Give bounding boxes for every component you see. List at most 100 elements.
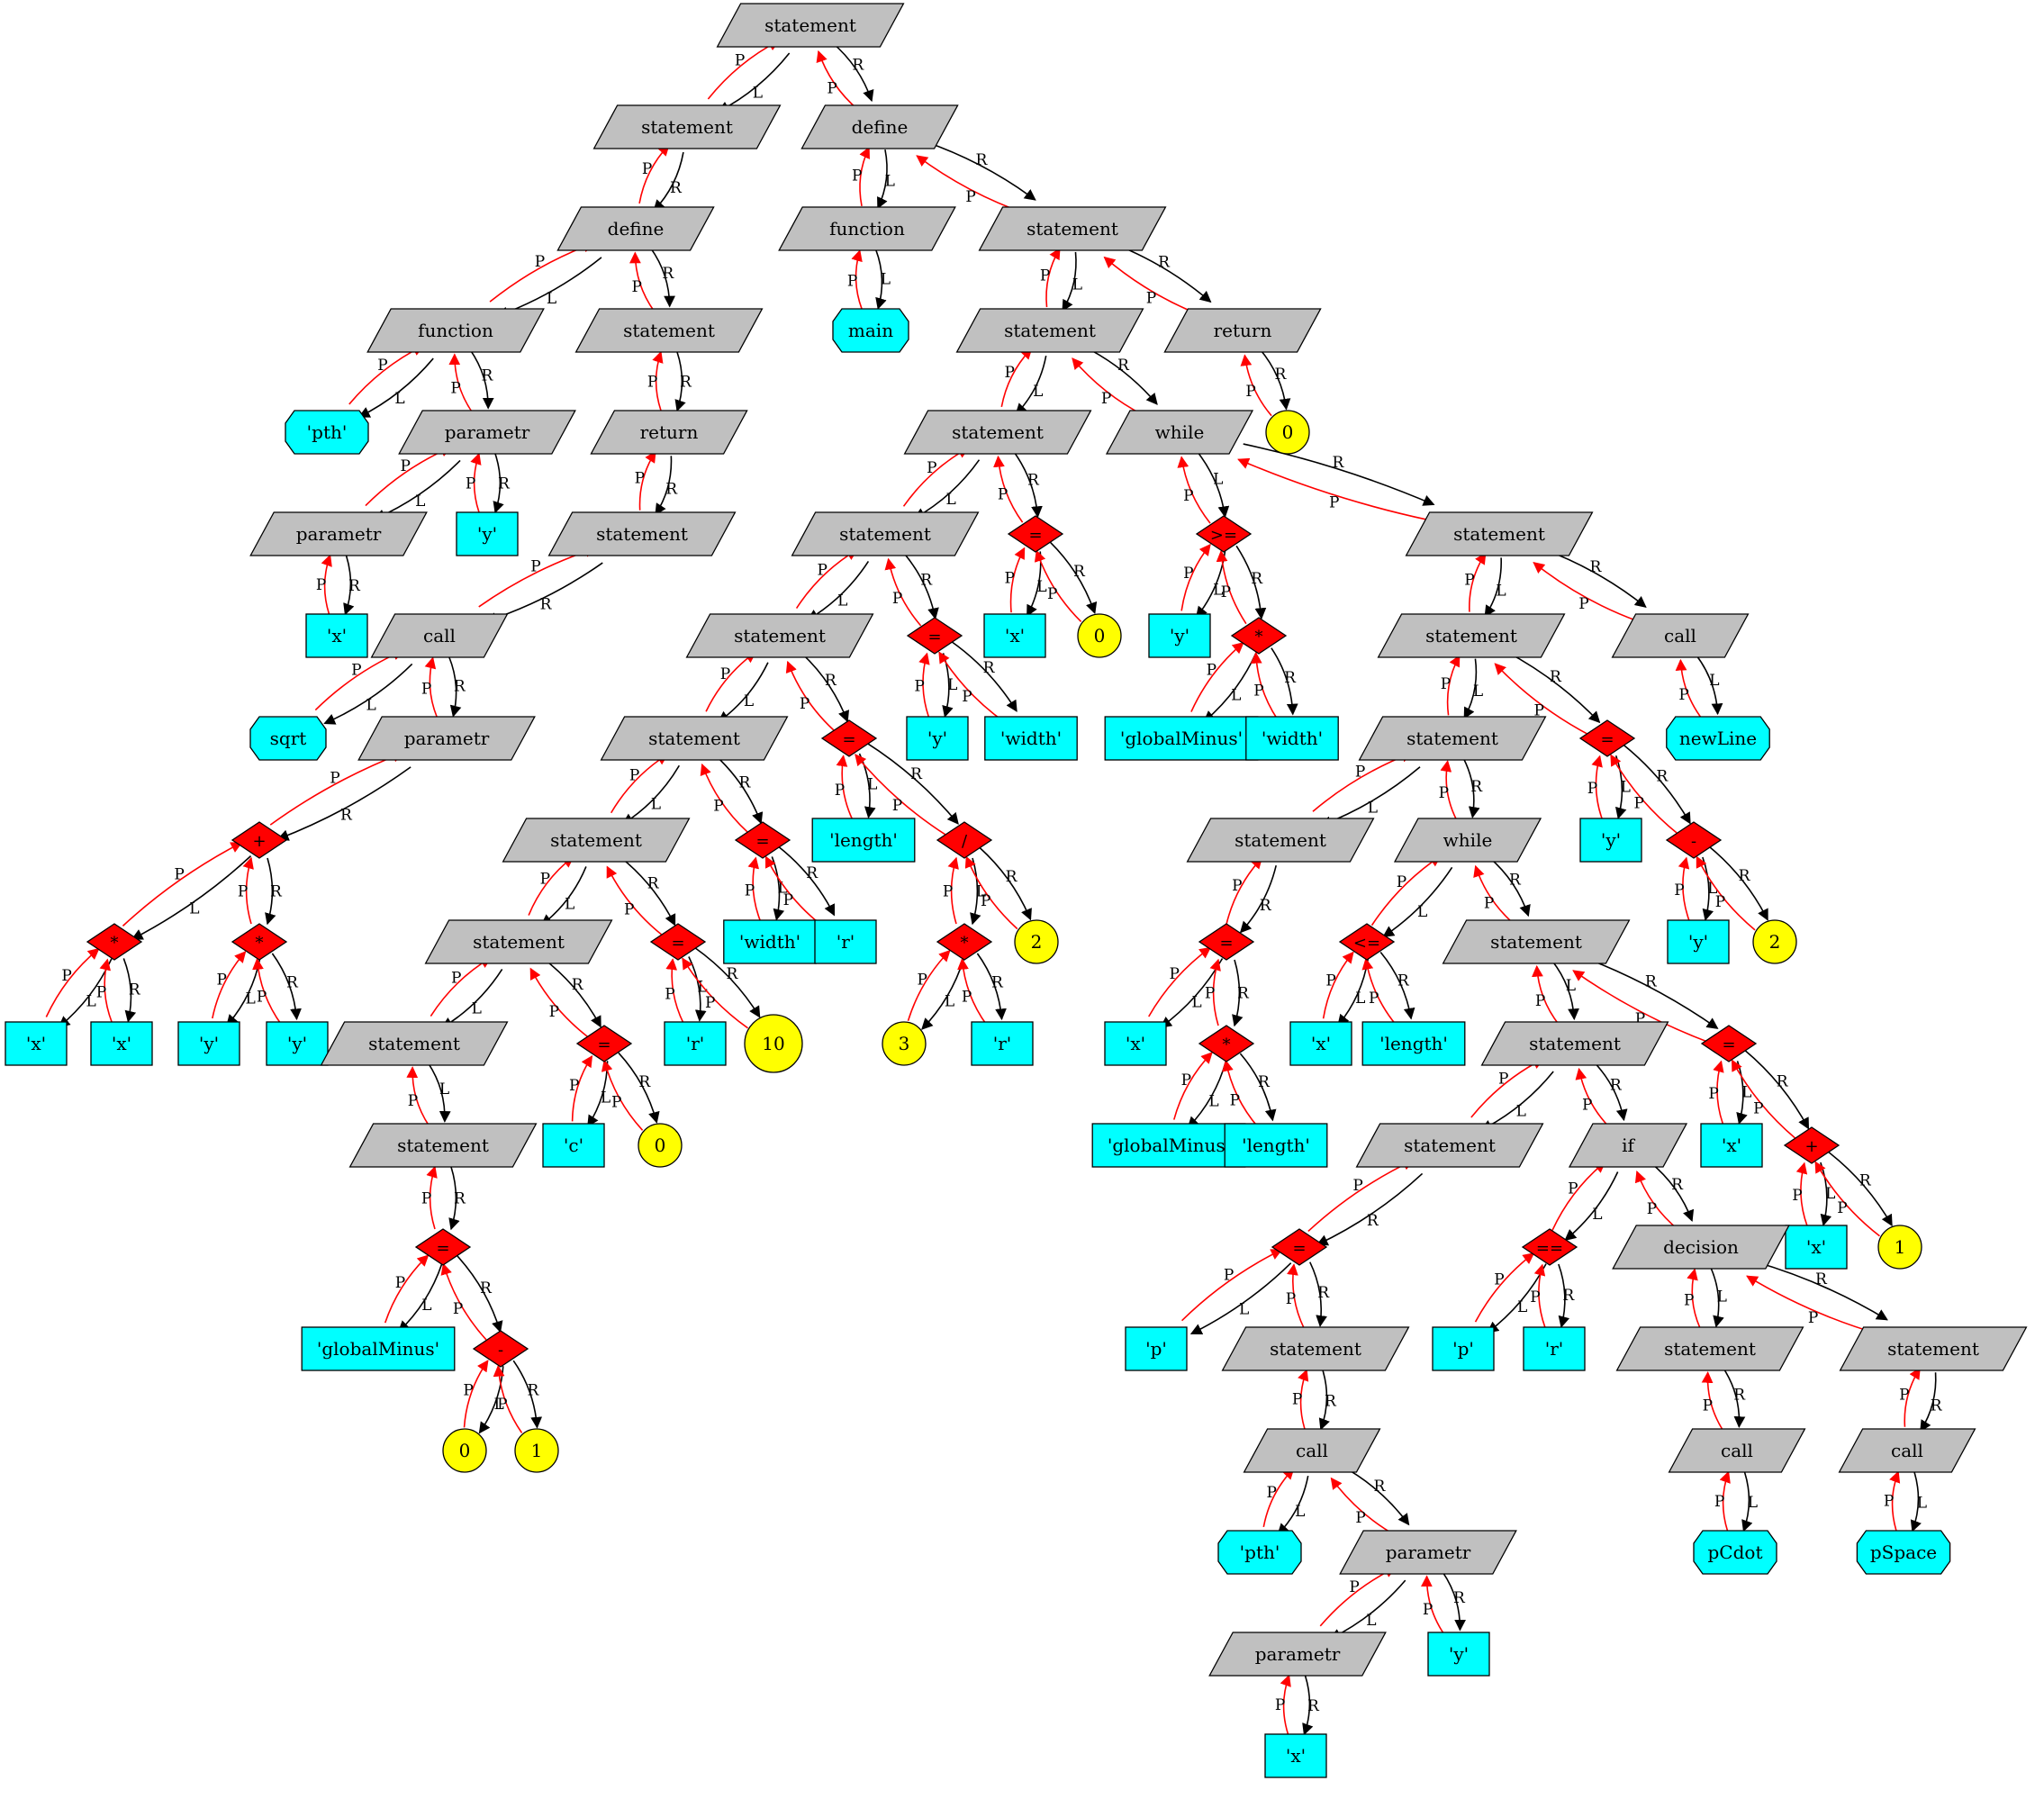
child-edge-label: L	[1033, 383, 1043, 401]
node-call3: call	[1243, 1428, 1381, 1473]
parent-edge-line	[1532, 964, 1560, 1026]
node-label: newLine	[1679, 728, 1757, 749]
parent-edge-line	[1675, 658, 1704, 720]
statement-parallelogram	[791, 511, 980, 556]
child-edge-line	[875, 249, 887, 310]
parent-edge-line	[1180, 543, 1211, 611]
node-x7: 'x'	[1700, 1123, 1763, 1168]
child-edge-label: L	[881, 271, 891, 289]
node-label: =	[597, 1035, 610, 1054]
node-label: 'globalMinus'	[1120, 728, 1243, 749]
parent-edge-line	[1190, 642, 1244, 712]
node-label: statement	[1270, 1338, 1361, 1360]
node-eq10: =	[1700, 1025, 1758, 1062]
node-s8: statement	[791, 511, 980, 556]
variable-box	[305, 613, 368, 658]
child-edge-label: R	[852, 56, 864, 74]
node-s20: statement	[1480, 1021, 1669, 1066]
parent-edge-label: P	[1207, 662, 1216, 680]
child-edge-label: L	[946, 491, 956, 509]
node-eq5: =	[649, 923, 707, 961]
parent-edge-line	[1591, 755, 1603, 819]
operator-diamond	[575, 1025, 633, 1062]
node-layer: statement statement define function 'pth' par…	[5, 3, 2028, 1778]
child-edge-label: R	[1671, 1176, 1684, 1194]
edge-s17-s18: LP	[1312, 751, 1421, 827]
node-label: 'x'	[26, 1033, 46, 1054]
parent-edge-line	[1533, 1263, 1546, 1328]
edge-mul4-wid3: RP	[1250, 647, 1298, 720]
edge-s10-s11: LP	[610, 754, 681, 825]
parent-edge-label: P	[745, 882, 755, 900]
child-edge-label: R	[286, 973, 299, 991]
parent-edge-label: P	[257, 989, 267, 1007]
operator-diamond	[1271, 1228, 1328, 1266]
child-edge-label: R	[1284, 669, 1297, 687]
edge-eq4-r2: RP	[764, 845, 836, 927]
edge-mul5-len2: RP	[1222, 1053, 1277, 1128]
node-y6: 'y'	[1579, 818, 1642, 863]
node-pa4: parametr	[1339, 1530, 1517, 1575]
node-x3: 'x'	[90, 1021, 153, 1066]
parent-edge-label: P	[1494, 1271, 1504, 1289]
node-label: <=	[1353, 934, 1380, 953]
edge-eq1-n0b: RP	[1034, 541, 1098, 623]
parent-edge-label: P	[1355, 1509, 1365, 1527]
child-edge-label: R	[680, 374, 692, 392]
node-label: statement	[1887, 1338, 1979, 1360]
node-y8: 'y'	[1427, 1632, 1490, 1677]
edge-d2-s5: RP	[916, 140, 1036, 215]
node-label: statement	[596, 523, 688, 545]
node-gm3: 'globalMinus'	[1091, 1123, 1246, 1168]
parent-edge-label: P	[1101, 390, 1111, 408]
node-d2: define	[800, 104, 959, 149]
parent-edge-line	[1719, 1470, 1731, 1532]
parent-edge-line	[1222, 1059, 1259, 1128]
child-edge-line	[1920, 1372, 1937, 1433]
child-edge-label: R	[1656, 767, 1669, 785]
statement-parallelogram	[716, 3, 905, 48]
child-edge-label: R	[638, 1073, 651, 1091]
node-label: function	[829, 218, 905, 240]
child-edge-label: R	[670, 179, 683, 197]
child-edge-label: L	[1417, 903, 1427, 921]
node-n1b: 1	[1877, 1225, 1922, 1270]
child-edge-label: R	[1470, 778, 1483, 796]
node-label: parametr	[1255, 1643, 1341, 1665]
child-edge-line	[469, 348, 494, 410]
edge-s7-s8: LP	[902, 447, 981, 520]
parent-edge-line	[212, 951, 247, 1019]
child-edge-line	[1484, 557, 1502, 618]
node-label: if	[1622, 1135, 1635, 1156]
edge-ret1-s4: RP	[635, 450, 678, 516]
child-edge-label: R	[540, 595, 553, 613]
child-edge-line	[921, 958, 965, 1030]
statement-parallelogram	[1358, 716, 1547, 761]
parent-edge-line	[764, 855, 822, 927]
node-label: decision	[1663, 1236, 1739, 1258]
parent-edge-label: P	[847, 272, 857, 290]
node-s24: statement	[1839, 1326, 2028, 1371]
edge-s6-wh1: RP	[1072, 345, 1158, 418]
parent-edge-label: P	[1714, 1493, 1724, 1511]
parent-edge-line	[440, 1262, 487, 1341]
edge-s2-d1: RP	[638, 144, 684, 212]
node-label: define	[608, 218, 665, 240]
parent-edge-label: P	[316, 576, 326, 594]
child-edge-label: R	[348, 577, 361, 595]
node-label: 'pth'	[1240, 1541, 1280, 1563]
parent-edge-label: P	[1004, 364, 1014, 382]
child-edge-line	[1827, 1151, 1893, 1227]
child-edge-line	[493, 453, 504, 514]
parent-edge-line	[947, 856, 959, 925]
edge-s22-call3: RP	[1292, 1369, 1337, 1431]
parent-edge-label: P	[1703, 1397, 1713, 1415]
child-edge-line	[1062, 251, 1077, 312]
parent-edge-label: P	[783, 891, 793, 909]
parent-edge-label: P	[927, 459, 936, 477]
edge-s21-eq11: RP	[1307, 1159, 1424, 1246]
parent-edge-line	[242, 856, 254, 925]
parent-edge-label: P	[497, 1396, 507, 1414]
child-edge-label: R	[1931, 1397, 1943, 1415]
child-edge-label: L	[1366, 1612, 1376, 1630]
